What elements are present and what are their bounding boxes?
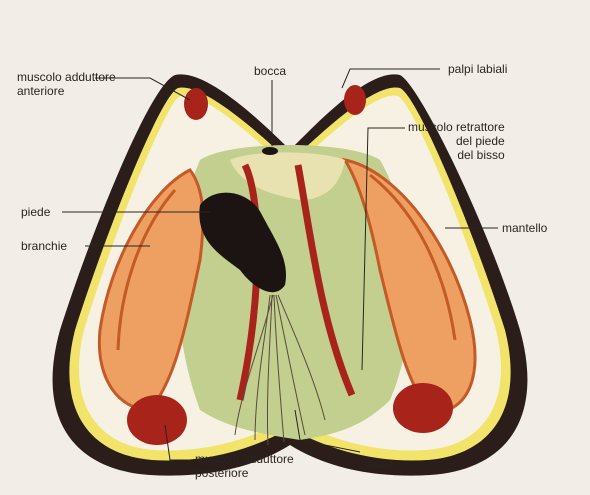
mouth	[262, 147, 278, 155]
label-muscolo-adduttore-anteriore-line2: anteriore	[17, 84, 116, 98]
label-muscolo-adduttore-posteriore-line1: muscolo adduttore	[195, 452, 294, 466]
label-muscolo-retrattore-line3: del bisso	[408, 148, 505, 162]
label-branchie: branchie	[21, 239, 67, 253]
anterior-adductor-left	[184, 88, 208, 120]
posterior-adductor-right	[393, 383, 453, 433]
label-muscolo-retrattore-line2: del piede	[408, 134, 505, 148]
label-muscolo-adduttore-anteriore: muscolo adduttore anteriore	[17, 70, 116, 98]
label-muscolo-retrattore: muscolo retrattore del piede del bisso	[408, 120, 505, 162]
label-bisso: bisso	[364, 456, 392, 470]
posterior-adductor-left	[127, 395, 187, 445]
label-muscolo-retrattore-line1: muscolo retrattore	[408, 120, 505, 134]
label-palpi-labiali: palpi labiali	[448, 62, 507, 76]
label-muscolo-adduttore-anteriore-line1: muscolo adduttore	[17, 70, 116, 84]
label-bocca: bocca	[254, 64, 286, 78]
label-muscolo-adduttore-posteriore: muscolo adduttore posteriore	[195, 452, 294, 480]
label-piede: piede	[21, 205, 50, 219]
label-mantello: mantello	[502, 221, 547, 235]
label-muscolo-adduttore-posteriore-line2: posteriore	[195, 466, 294, 480]
anterior-adductor-right	[344, 85, 366, 115]
